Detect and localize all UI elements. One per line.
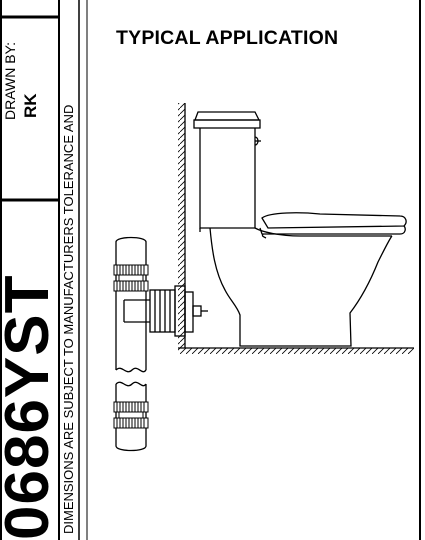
wall bbox=[178, 103, 186, 348]
toilet-seat bbox=[259, 212, 407, 239]
waste-connector bbox=[149, 285, 208, 337]
floor bbox=[178, 347, 414, 354]
cistern bbox=[193, 111, 261, 232]
figure-title: TYPICAL APPLICATION bbox=[116, 27, 339, 49]
pipe-clamps bbox=[113, 264, 149, 429]
toilet-bowl bbox=[209, 227, 393, 347]
soil-pipe bbox=[115, 236, 150, 452]
